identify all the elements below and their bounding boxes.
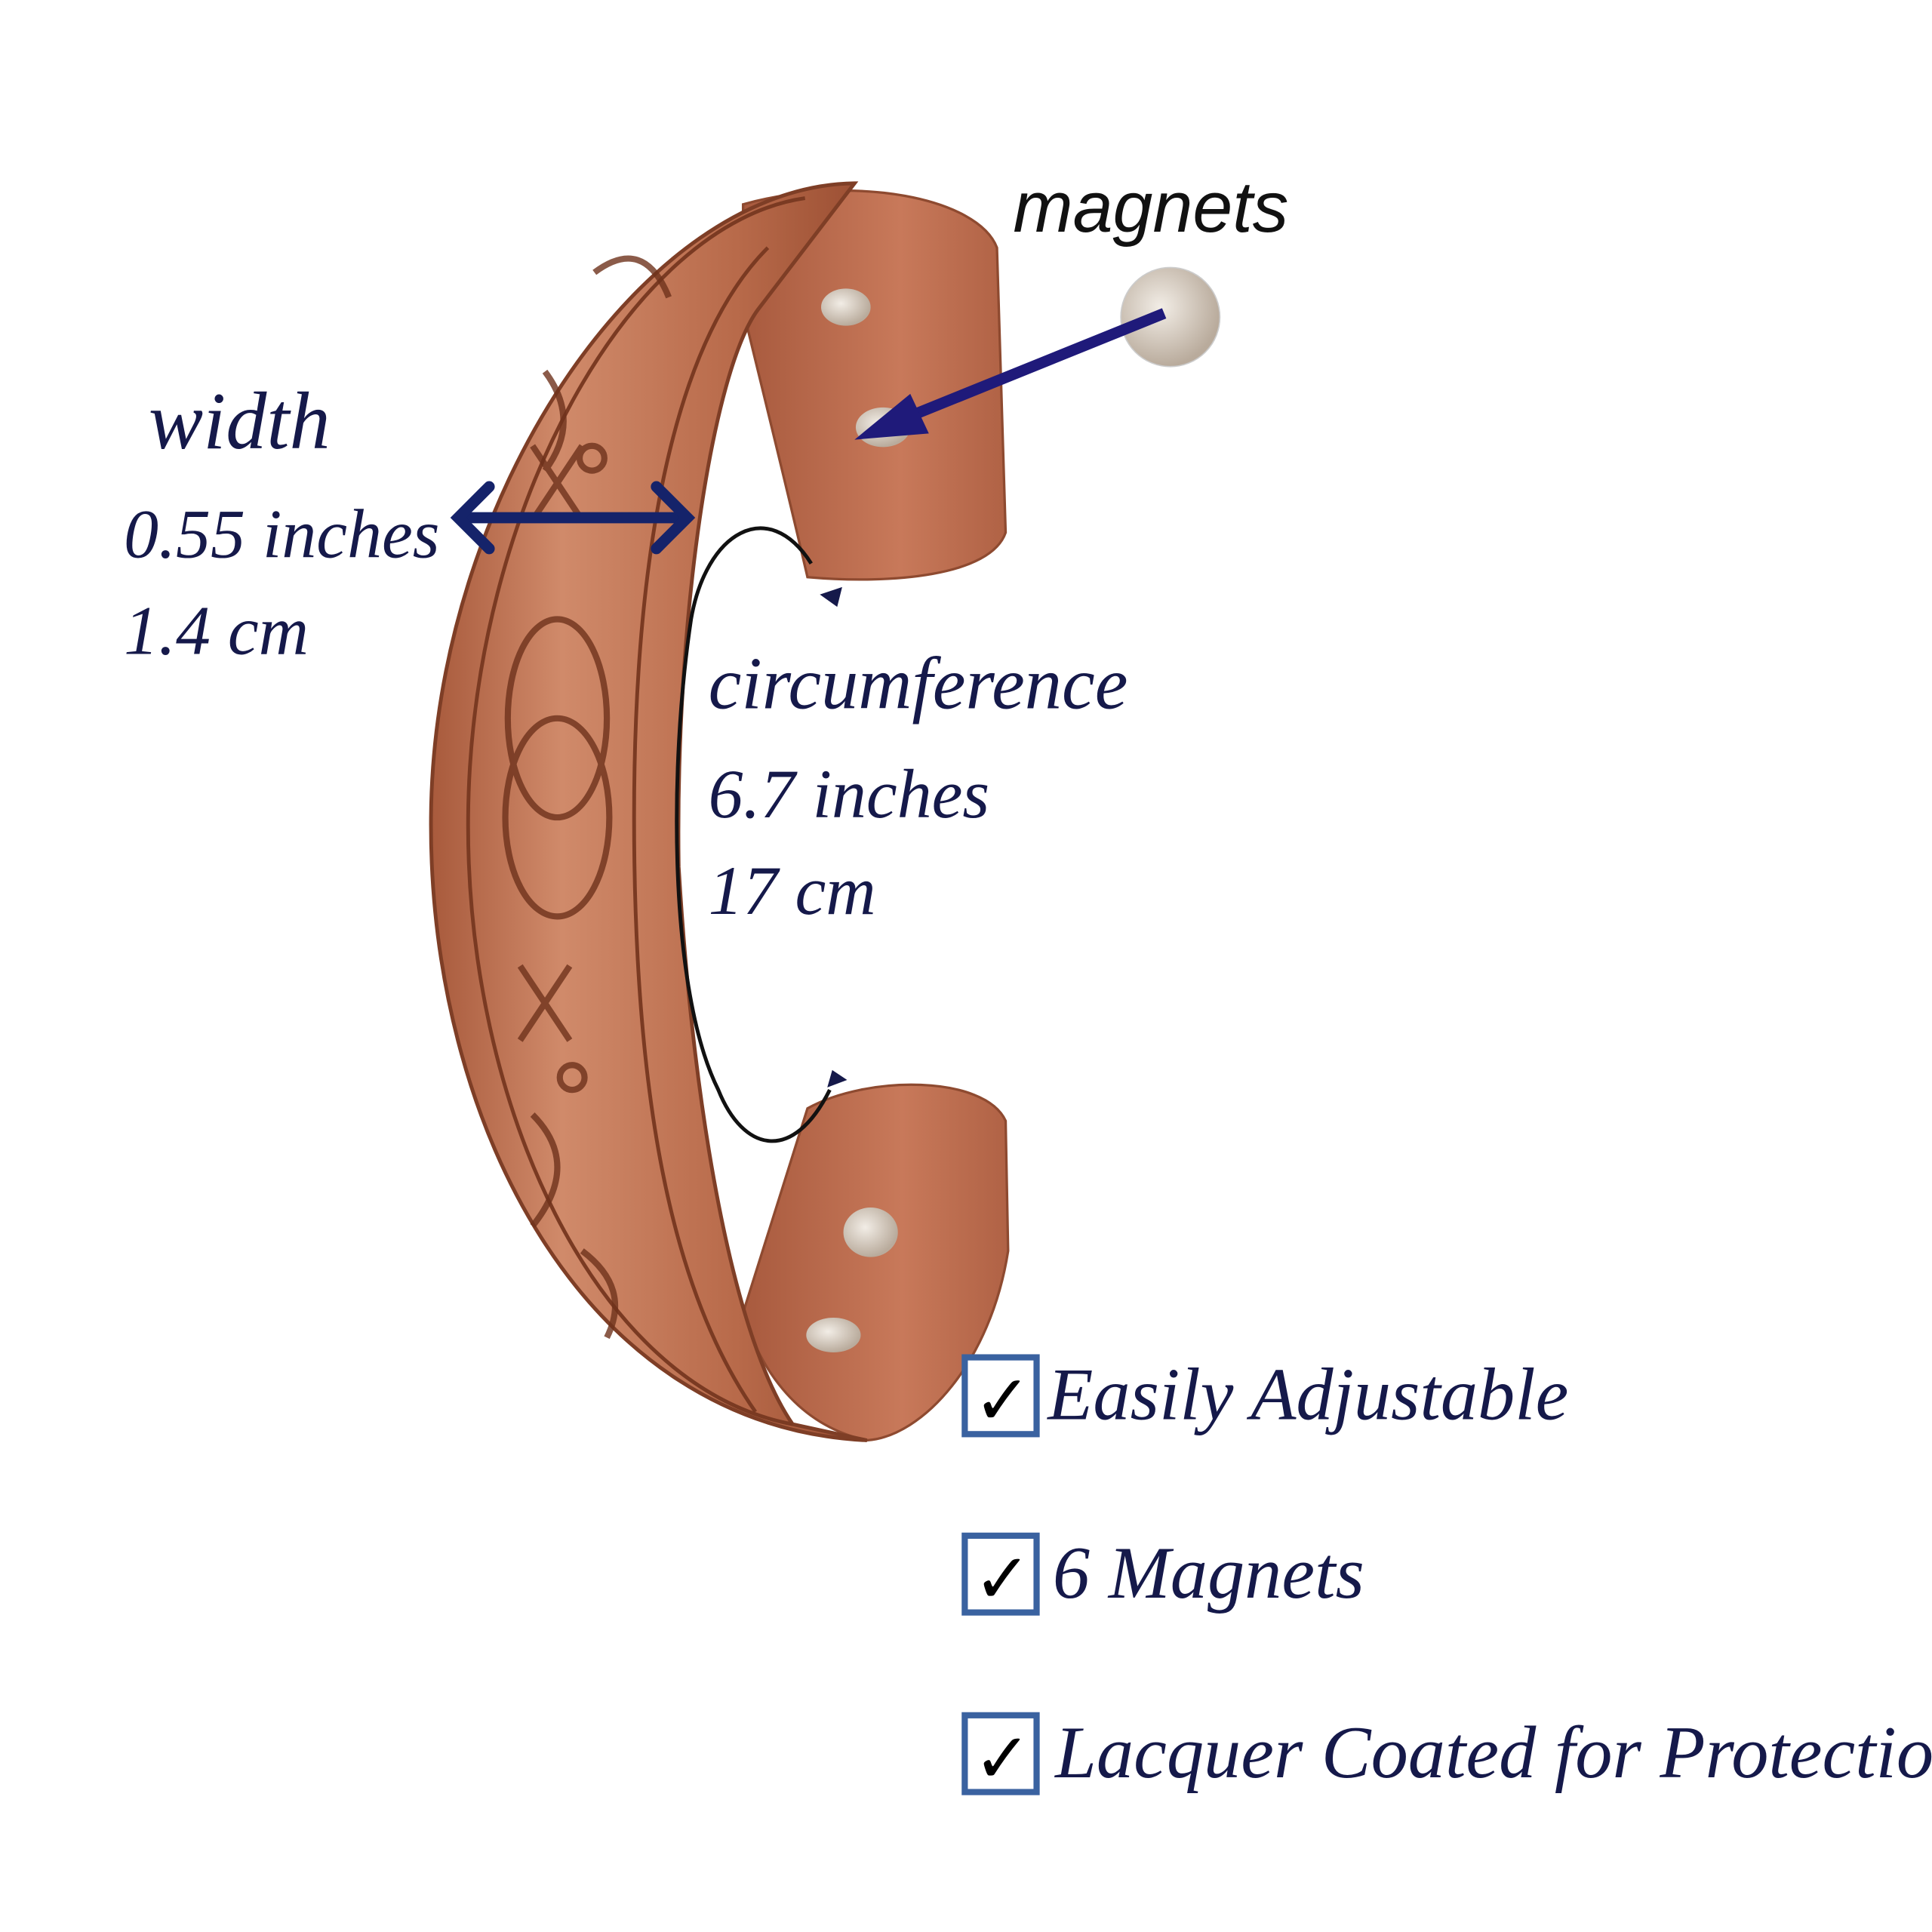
width-inches: 0.55 inches [124,495,439,572]
feature-item: ✓ 6 Magnets [961,1532,1364,1619]
checkmark-icon: ✓ [974,1538,1032,1619]
circumference-arc [675,526,832,1143]
circumference-cm: 17 cm [709,852,876,929]
magnet [843,1208,898,1257]
checkbox [961,1354,1040,1438]
feature-label: Easily Adjustable [1046,1354,1568,1436]
width-double-arrow-icon [450,481,696,555]
width-cm: 1.4 cm [124,592,309,669]
checkmark-icon: ✓ [974,1718,1032,1798]
magnet [806,1318,861,1352]
bracelet-inner-bottom [741,1083,1010,1442]
band-pattern-border [632,246,770,1414]
circumference-title: circumference [709,643,1128,725]
arrow-head-icon [827,1069,848,1088]
feature-item: ✓ Easily Adjustable [961,1354,1568,1441]
magnet [821,288,871,326]
checkbox [961,1712,1040,1795]
feature-label: Lacquer Coated for Protection [1054,1712,1932,1794]
magnet-arrow [895,308,1167,426]
arrow-head-icon [820,586,842,608]
magnets-label: magnets [1013,168,1288,248]
arrow-head-icon [854,393,929,440]
checkbox [961,1532,1040,1616]
celtic-pattern [502,255,672,1340]
width-title: width [149,376,331,466]
circumference-inches: 6.7 inches [709,755,990,832]
magnet-icon [1120,266,1221,368]
feature-label: 6 Magnets [1053,1532,1364,1614]
checkmark-icon: ✓ [974,1360,1032,1441]
bracelet-inner-top [741,189,1008,581]
feature-item: ✓ Lacquer Coated for Protection [961,1712,1932,1798]
band-pattern-border [466,196,806,1426]
